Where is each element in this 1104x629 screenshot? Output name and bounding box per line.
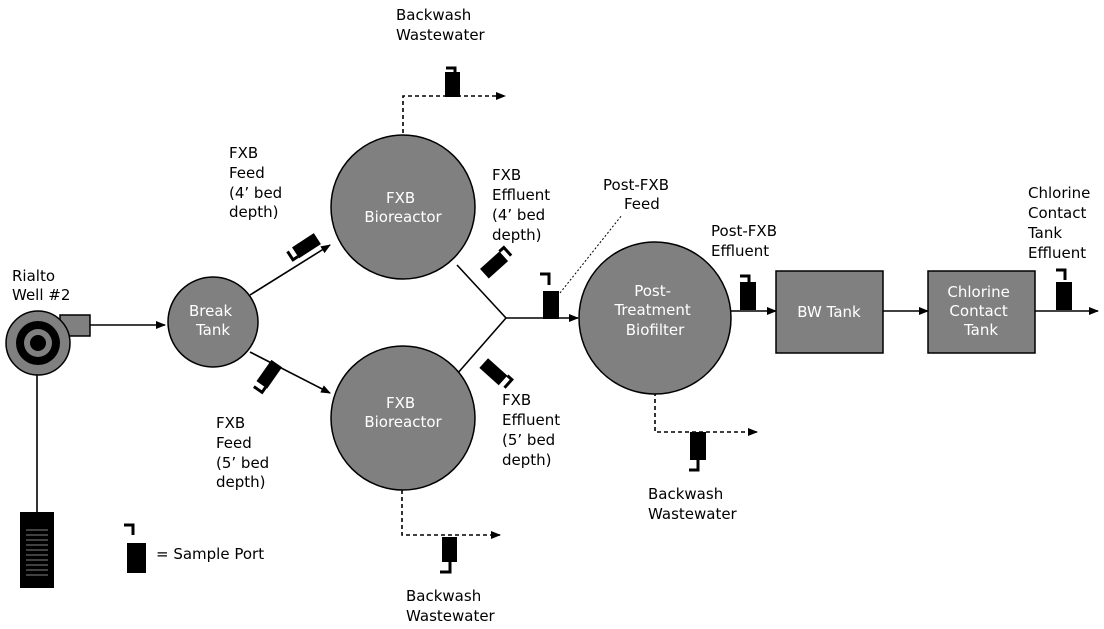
sample-port-fxb-feed-4 bbox=[286, 233, 321, 262]
sample-port-fxb-effluent-5 bbox=[479, 358, 514, 389]
well-label: Rialto Well #2 bbox=[12, 267, 70, 304]
fxb-effluent-4-label: FXB Effluent (4’ bed depth) bbox=[492, 166, 555, 244]
chlorine-contact-tank-label: Chlorine Contact Tank bbox=[947, 283, 1014, 339]
chlorine-effluent-label: Chlorine Contact Tank Effluent bbox=[1027, 184, 1095, 262]
post-fxb-effluent-label: Post-FXB Effluent bbox=[711, 222, 782, 260]
fxb-bioreactor-top-label: FXB Bioreactor bbox=[364, 189, 442, 226]
well-screen-icon bbox=[20, 512, 54, 588]
post-feed-leader-line bbox=[559, 214, 623, 294]
fxb-feed-4-label: FXB Feed (4’ bed depth) bbox=[229, 144, 287, 221]
break-tank-label: Break Tank bbox=[189, 302, 237, 339]
post-fxb-feed-label: Post-FXB Feed bbox=[603, 176, 674, 213]
post-treatment-biofilter-label: Post- Treatment Biofilter bbox=[613, 282, 695, 339]
fxb-bioreactor-bottom bbox=[330, 345, 476, 491]
legend-sample-port-label: = Sample Port bbox=[156, 545, 264, 563]
backwash-line-bottom bbox=[401, 490, 501, 539]
backwash-post-label: Backwash Wastewater bbox=[648, 485, 738, 523]
fxb-bioreactor-top bbox=[330, 134, 476, 280]
bw-tank bbox=[775, 270, 884, 354]
sample-port-backwash-post bbox=[689, 432, 706, 472]
flow-break-to-fxb-top bbox=[249, 244, 331, 296]
sample-port-chlorine-effluent bbox=[1056, 268, 1072, 310]
sample-port-post-fxb-effluent bbox=[740, 274, 756, 310]
fxb-effluent-5-label: FXB Effluent (5’ bed depth) bbox=[502, 391, 565, 469]
fxb-feed-5-label: FXB Feed (5’ bed depth) bbox=[216, 414, 274, 491]
flow-fxb-top-out bbox=[456, 264, 507, 319]
fxb-bioreactor-bottom-label: FXB Bioreactor bbox=[364, 394, 442, 431]
sample-port-legend-icon bbox=[124, 523, 146, 573]
backwash-line-post bbox=[654, 385, 758, 436]
flow-fxb-bottom-out bbox=[456, 317, 507, 375]
backwash-bottom-label: Backwash Wastewater bbox=[406, 587, 496, 625]
backwash-top-label: Backwash Wastewater bbox=[396, 6, 486, 44]
sample-port-backwash-bottom bbox=[440, 537, 457, 574]
break-tank bbox=[167, 276, 259, 368]
sample-port-backwash-top bbox=[445, 66, 460, 97]
flow-break-to-fxb-bottom bbox=[249, 351, 331, 394]
post-treatment-biofilter bbox=[578, 241, 732, 395]
sample-port-post-fxb-feed bbox=[540, 272, 559, 319]
bw-tank-label: BW Tank bbox=[797, 303, 861, 321]
chlorine-contact-tank bbox=[927, 270, 1036, 354]
backwash-line-top bbox=[402, 92, 506, 140]
sample-port-fxb-effluent-4 bbox=[480, 245, 513, 279]
sample-port-fxb-feed-5 bbox=[253, 359, 283, 395]
well-pump-icon bbox=[5, 310, 91, 376]
